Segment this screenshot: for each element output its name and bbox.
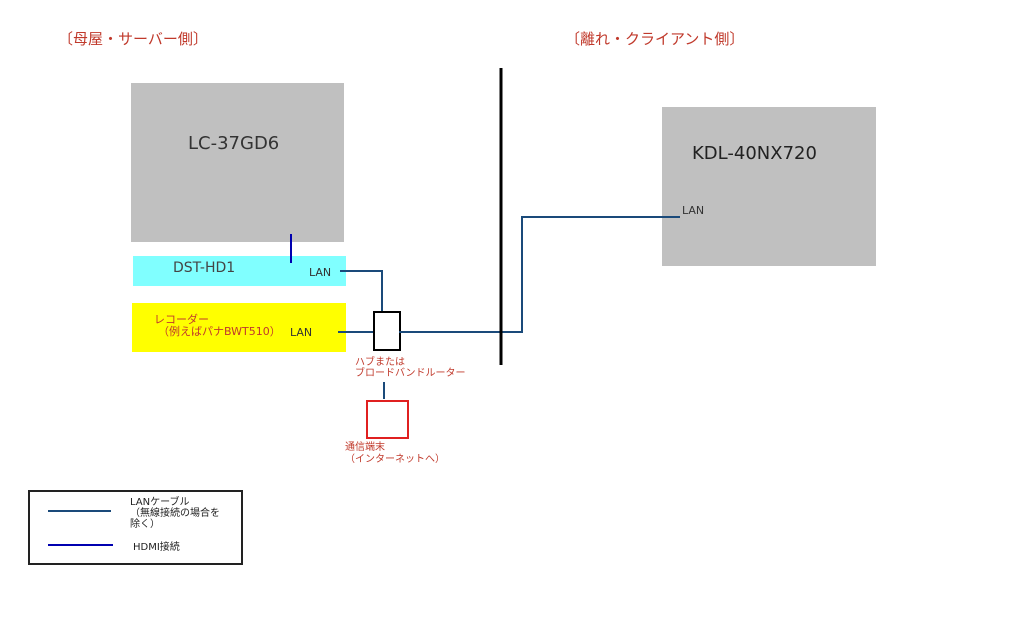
modem-box bbox=[366, 400, 409, 439]
tuner-box: DST-HD1 LAN bbox=[133, 256, 346, 286]
modem-label: 通信端末（インターネットへ） bbox=[345, 442, 445, 466]
hub-box bbox=[373, 311, 401, 351]
modem-label-line2: （インターネットへ） bbox=[345, 454, 445, 465]
legend-hdmi-label: HDMI接続 bbox=[133, 542, 180, 553]
hub-label: ハブまたはブロードバンドルーター bbox=[355, 357, 466, 379]
client-tv-box: KDL-40NX720 LAN bbox=[662, 107, 876, 266]
server-tv-box: LC-37GD6 bbox=[131, 83, 344, 242]
modem-label-line1: 通信端末 bbox=[345, 442, 385, 453]
tuner-lan-port: LAN bbox=[309, 266, 332, 279]
hub-label-line1: ハブまたは bbox=[355, 357, 405, 368]
tuner-label: DST-HD1 bbox=[173, 260, 236, 276]
legend-lan-label: LANケーブル（無線接続の場合を除く） bbox=[130, 497, 220, 530]
client-tv-lan-port: LAN bbox=[682, 204, 705, 217]
recorder-box: レコーダー （例えばパナBWT510） LAN bbox=[132, 303, 346, 352]
recorder-label: レコーダー bbox=[154, 313, 209, 326]
legend-lan-line2: （無線接続の場合を bbox=[130, 508, 220, 519]
legend: LANケーブル（無線接続の場合を除く） HDMI接続 bbox=[28, 490, 243, 565]
recorder-model: （例えばパナBWT510） bbox=[158, 325, 281, 338]
legend-lan-line1: LANケーブル bbox=[130, 497, 190, 508]
legend-lan-line3: 除く） bbox=[130, 519, 160, 530]
tuner-lan-cable bbox=[340, 270, 383, 311]
client-side-heading: 〔離れ・クライアント側〕 bbox=[565, 30, 745, 48]
server-tv-label: LC-37GD6 bbox=[188, 133, 280, 154]
client-tv-label: KDL-40NX720 bbox=[692, 143, 817, 164]
client-lan-cable bbox=[399, 216, 680, 333]
recorder-lan-port: LAN bbox=[290, 326, 313, 339]
server-side-heading: 〔母屋・サーバー側〕 bbox=[58, 30, 208, 48]
hub-label-line2: ブロードバンドルーター bbox=[355, 368, 466, 379]
